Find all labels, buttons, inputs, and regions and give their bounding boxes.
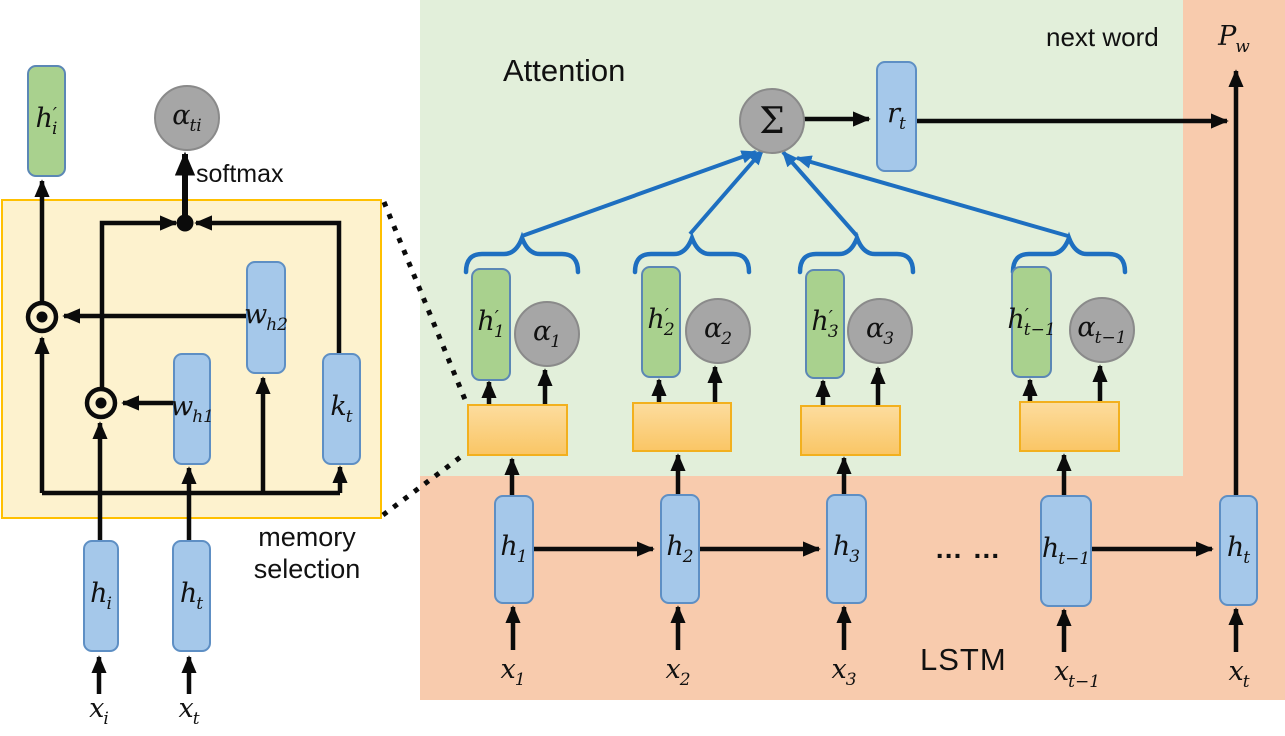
node-w-h1: wh1: [170, 353, 214, 465]
node-k-t: kt: [322, 353, 361, 465]
brace-group1: [463, 231, 581, 275]
lstm-title: LSTM: [920, 642, 1007, 677]
node-sum: Σ: [739, 88, 805, 154]
node-h-2: h2: [660, 494, 700, 604]
node-h-i: hi: [83, 540, 119, 652]
node-h-tm1: ht−1: [1040, 495, 1092, 607]
node-r-t: rt: [876, 61, 917, 172]
arrow-odot2-to-junction: [99, 215, 178, 387]
node-alpha-1: α1: [514, 301, 580, 367]
brace-group3: [797, 231, 916, 275]
elementwise-product-dot-2: [95, 397, 107, 409]
p-w-label: Pw: [1218, 21, 1250, 57]
memory-selection-module-2: [632, 402, 732, 452]
memory-selection-module-4: [1019, 401, 1120, 452]
alpha-ti-label: αti: [172, 99, 202, 136]
fan-line-group3-to-sum: [781, 150, 859, 238]
x-1-label: x1: [500, 654, 526, 690]
h-i-label: hi: [90, 577, 112, 614]
node-alpha-tm1: αt−1: [1069, 297, 1135, 363]
memory-selection-caption: memory selection: [253, 522, 361, 584]
ellipsis: … …: [934, 533, 1002, 564]
attention-title: Attention: [503, 53, 626, 88]
w-h1-label: wh1: [170, 390, 214, 427]
node-h-3: h3: [826, 494, 867, 604]
node-h-t-left: ht: [172, 540, 211, 652]
sigma-label: Σ: [759, 100, 785, 142]
node-w-h2: wh2: [244, 261, 288, 374]
node-alpha-3: α3: [847, 298, 913, 364]
k-t-label: kt: [330, 390, 353, 427]
memory-selection-module-3: [800, 405, 901, 456]
x-2-label: x2: [665, 654, 691, 690]
arrow-kt-to-junction: [194, 215, 342, 353]
fan-line-group2-to-sum: [688, 148, 765, 236]
node-h-prime-tm1: h′t−1: [1007, 266, 1056, 378]
x-i-label: xi: [89, 693, 109, 729]
dotted-expansion-top: [381, 201, 469, 403]
brace-group4: [1010, 231, 1128, 275]
node-h-prime-3: h′3: [805, 269, 845, 379]
h-t-left-label: ht: [179, 577, 204, 614]
node-h-prime-2: h′2: [641, 266, 681, 378]
x-tm1-label: xt−1: [1053, 656, 1101, 692]
node-h-t-right: ht: [1219, 495, 1258, 606]
memory-selection-box: [1, 199, 382, 519]
x-3-label: x3: [831, 654, 857, 690]
w-h2-label: wh2: [244, 299, 288, 335]
brace-group2: [632, 231, 752, 275]
memory-selection-module-1: [467, 404, 568, 456]
next-word-label: next word: [1046, 22, 1159, 52]
dotted-expansion-bottom: [381, 450, 468, 518]
h-prime-i-label: h′i: [35, 102, 58, 139]
node-h-prime-1: h′1: [471, 268, 511, 381]
fan-line-group1-to-sum: [521, 150, 758, 238]
elementwise-product-dot-1: [36, 311, 48, 323]
node-h-prime-i: h′i: [27, 65, 66, 177]
junction-dot: [176, 214, 194, 232]
r-t-label: rt: [887, 98, 906, 134]
x-t-left-label: xt: [178, 693, 200, 729]
x-t-right-label: xt: [1228, 656, 1250, 692]
fan-line-group4-to-sum: [795, 155, 1069, 238]
softmax-label: softmax: [196, 160, 284, 188]
node-alpha-ti: αti: [154, 85, 220, 151]
node-h-1: h1: [494, 495, 534, 604]
node-alpha-2: α2: [685, 298, 751, 364]
